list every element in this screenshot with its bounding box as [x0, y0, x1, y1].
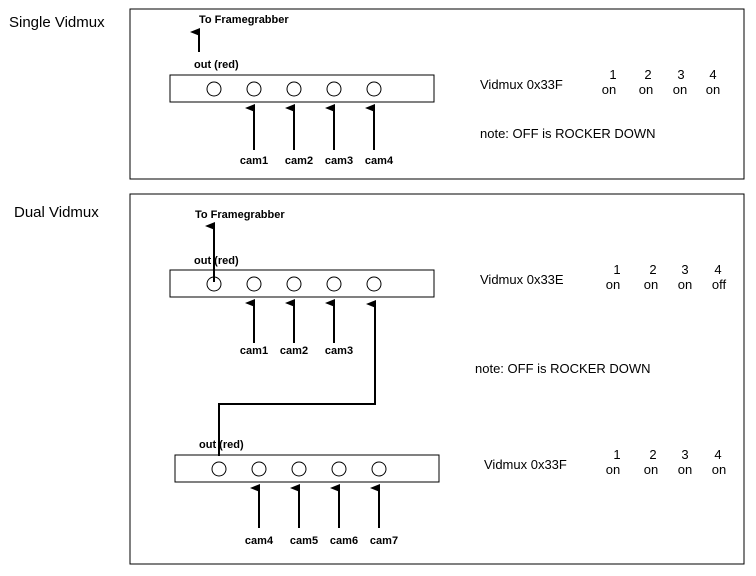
dual-top-cam-label: cam1: [240, 345, 268, 357]
dual-top-out-label: out (red): [194, 255, 239, 267]
single-port-cam1: [246, 81, 262, 97]
dual-top-vidmux-box: [169, 269, 435, 298]
single-to-framegrabber-label: To Framegrabber: [199, 14, 289, 26]
dual-bottom-cam-label: cam6: [330, 535, 358, 547]
dual-bottom-cam-label: cam5: [290, 535, 318, 547]
dual-to-framegrabber-label: To Framegrabber: [195, 209, 285, 221]
single-out-port: [206, 81, 222, 97]
dual-top-switch-state: on: [606, 277, 620, 292]
dual-top-switch-state: on: [644, 277, 658, 292]
dual-section-title: Dual Vidmux: [14, 204, 99, 221]
dual-note: note: OFF is ROCKER DOWN: [475, 361, 651, 376]
dual-bottom-port-cam4: [251, 461, 267, 477]
dual-top-port-cam3: [326, 276, 342, 292]
dual-bottom-switch-number: 1: [613, 447, 620, 462]
dual-bottom-out-port: [211, 461, 227, 477]
dual-top-cam-label: cam2: [280, 345, 308, 357]
dual-top-out-port: [206, 276, 222, 292]
dual-bottom-port-cam5: [291, 461, 307, 477]
single-vidmux-box: [169, 74, 435, 103]
single-switch-state: on: [673, 82, 687, 97]
single-switch-state: on: [706, 82, 720, 97]
single-cam-label: cam4: [365, 155, 394, 167]
single-switch-number: 3: [677, 67, 684, 82]
dual-top-switch-number: 3: [681, 262, 688, 277]
dual-top-vidmux-label: Vidmux 0x33E: [480, 272, 564, 287]
single-vidmux-label: Vidmux 0x33F: [480, 77, 563, 92]
dual-bottom-vidmux-label: Vidmux 0x33F: [484, 457, 567, 472]
dual-bottom-switch-state: on: [678, 462, 692, 477]
single-note: note: OFF is ROCKER DOWN: [480, 126, 656, 141]
dual-top-port-chain: [366, 276, 382, 292]
dual-top-port-cam2: [286, 276, 302, 292]
dual-bottom-vidmux-box: [174, 454, 440, 483]
dual-top-switch-number: 2: [649, 262, 656, 277]
single-switch-number: 4: [709, 67, 716, 82]
single-section-title: Single Vidmux: [9, 14, 105, 31]
single-port-cam2: [286, 81, 302, 97]
dual-bottom-out-label: out (red): [199, 439, 244, 451]
single-cam-label: cam1: [240, 155, 268, 167]
dual-section-frame: [129, 193, 745, 565]
single-cam-label: cam2: [285, 155, 313, 167]
dual-bottom-switch-number: 4: [714, 447, 721, 462]
dual-bottom-switch-state: on: [644, 462, 658, 477]
dual-bottom-switch-number: 3: [681, 447, 688, 462]
dual-bottom-port-cam6: [331, 461, 347, 477]
dual-top-switch-number: 1: [613, 262, 620, 277]
dual-bottom-cam-label: cam4: [245, 535, 274, 547]
single-cam-label: cam3: [325, 155, 353, 167]
single-port-cam4: [366, 81, 382, 97]
dual-bottom-switch-number: 2: [649, 447, 656, 462]
single-section-frame: [129, 8, 745, 180]
dual-bottom-cam-label: cam7: [370, 535, 398, 547]
dual-bottom-switch-state: on: [606, 462, 620, 477]
dual-bottom-switch-state: on: [712, 462, 726, 477]
single-switch-state: on: [602, 82, 616, 97]
dual-top-switch-state: on: [678, 277, 692, 292]
dual-top-switch-number: 4: [714, 262, 721, 277]
dual-top-cam-label: cam3: [325, 345, 353, 357]
single-out-label: out (red): [194, 59, 239, 71]
chain-connector-arrow: [218, 300, 376, 456]
single-switch-number: 2: [644, 67, 651, 82]
single-port-cam3: [326, 81, 342, 97]
dual-top-port-cam1: [246, 276, 262, 292]
single-switch-state: on: [639, 82, 653, 97]
dual-bottom-port-cam7: [371, 461, 387, 477]
single-switch-number: 1: [609, 67, 616, 82]
dual-top-switch-state: off: [712, 277, 727, 292]
